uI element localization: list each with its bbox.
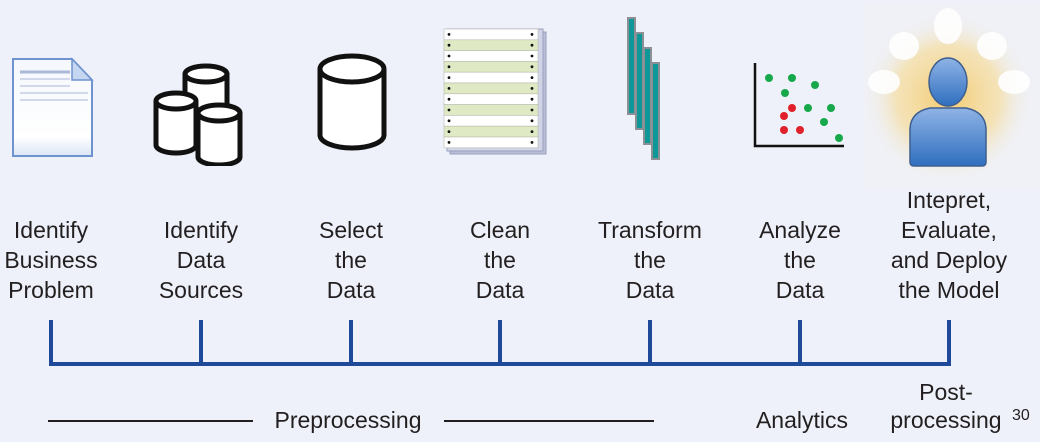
feed-hole [447, 108, 451, 112]
phase-label-analytics: Analytics [755, 407, 849, 433]
preprocessing-rule-right [444, 420, 654, 422]
scatter-dot [788, 104, 796, 112]
database-icon [317, 53, 387, 151]
scatter-dot [781, 89, 789, 97]
feed-hole [447, 141, 451, 144]
feed-hole [530, 65, 534, 69]
printout-row [443, 136, 539, 149]
staggered-bars-icon [627, 17, 660, 160]
step-label-identify-data-sources: Identify Data Sources [158, 217, 244, 303]
phase-label-postprocessing: Post- processing [890, 379, 1002, 433]
step-label-identify-business-problem: Identify Business Problem [4, 217, 98, 303]
feed-hole [530, 141, 534, 144]
feed-hole [447, 33, 451, 36]
feed-hole [447, 76, 451, 79]
scatter-dot [780, 126, 788, 134]
scatter-dot [835, 134, 843, 142]
feed-hole [530, 130, 534, 133]
scatter-plot-icon [753, 63, 844, 148]
step-label-select-the-data: Select the Data [319, 217, 383, 303]
feed-hole [530, 43, 534, 47]
scatter-dot [804, 104, 812, 112]
feed-hole [447, 65, 451, 69]
scatter-dot [788, 74, 796, 82]
scatter-dot [780, 112, 788, 120]
feed-hole [447, 54, 451, 58]
person-ideas-icon [864, 2, 1040, 190]
feed-hole [530, 76, 534, 79]
scatter-dot [811, 81, 819, 89]
feed-hole [530, 108, 534, 112]
printout-stack-icon [443, 28, 547, 155]
feed-hole [447, 119, 451, 123]
feed-hole [530, 54, 534, 58]
scatter-dot [820, 118, 828, 126]
feed-hole [530, 97, 534, 101]
feed-hole [447, 130, 451, 133]
feed-hole [530, 119, 534, 123]
step-label-clean-the-data: Clean the Data [469, 217, 531, 303]
step-label-interpret-evaluate-deploy: Intepret, Evaluate, and Deploy the Model [890, 187, 1008, 303]
databases-icon [153, 63, 243, 166]
feed-hole [530, 87, 534, 90]
document-icon [12, 57, 94, 157]
phase-label-preprocessing: Preprocessing [274, 407, 422, 433]
feed-hole [530, 33, 534, 36]
preprocessing-rule-left [48, 420, 253, 422]
feed-hole [447, 97, 451, 101]
page-number: 30 [1012, 407, 1030, 424]
scatter-dot [827, 104, 835, 112]
feed-hole [447, 87, 451, 90]
scatter-dot [796, 126, 804, 134]
step-label-transform-the-data: Transform the Data [598, 217, 702, 303]
step-label-analyze-the-data: Analyze the Data [759, 217, 841, 303]
feed-hole [447, 43, 451, 47]
scatter-dot [765, 74, 773, 82]
